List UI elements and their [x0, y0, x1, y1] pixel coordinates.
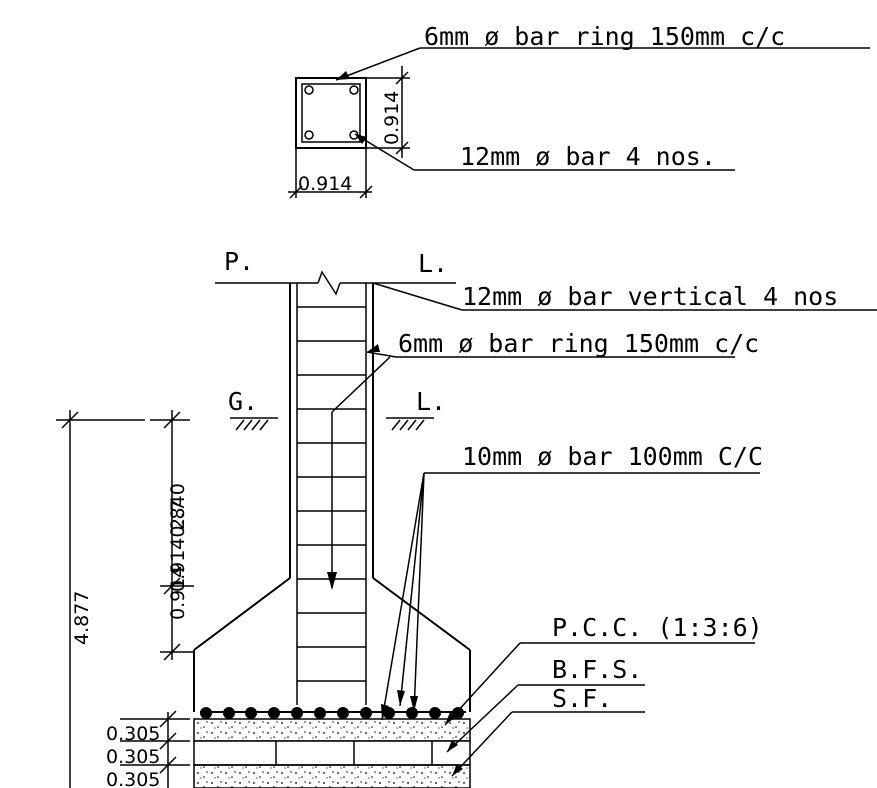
ground-level-right-text: L.: [416, 387, 446, 416]
section-bar-leader: [354, 133, 735, 171]
sf-layer: [193, 764, 471, 788]
column-elevation: [289, 283, 374, 705]
section-height-dim-text: 0.914: [381, 91, 403, 145]
base-bar-leader: [381, 472, 760, 721]
column-section: [295, 77, 367, 149]
ring-leader: [327, 344, 735, 590]
section-ring-leader: [335, 47, 870, 81]
plinth-level-right: L.: [418, 249, 448, 278]
section-width-dim-text: 0.914: [298, 173, 352, 195]
layer-dim-1: 0.305: [106, 723, 160, 745]
layer-dim-3: 0.305: [106, 769, 160, 788]
layer-dim-2: 0.305: [106, 746, 160, 768]
layer-dims: [120, 710, 190, 788]
ground-level-right: [386, 417, 434, 431]
pcc-layer: [193, 718, 471, 742]
bfs-layer: [193, 740, 471, 766]
footing-outline: [193, 577, 471, 712]
sf-label: S.F.: [552, 684, 612, 713]
bfs-label: B.F.S.: [552, 655, 642, 684]
base-bar-label: 10mm ø bar 100mm C/C: [462, 442, 763, 471]
plinth-level-line: [215, 270, 456, 296]
pcc-leader: [444, 642, 755, 726]
sf-leader: [451, 711, 645, 777]
total-depth-dim-text: 4.877: [71, 591, 93, 645]
lower-dim-text: 0.914: [167, 566, 189, 620]
upper-dim-b-text: 0.9140.840: [167, 483, 189, 592]
plinth-level-left: P.: [224, 247, 254, 276]
ground-level-left: [230, 417, 278, 431]
bfs-leader: [446, 684, 645, 753]
upper-dim-a-text: 2.7: [167, 500, 189, 530]
section-height-dim: [366, 66, 410, 158]
section-bar-label: 12mm ø bar 4 nos.: [460, 142, 716, 171]
section-ring-label: 6mm ø bar ring 150mm c/c: [424, 22, 785, 51]
vertical-bar-label: 12mm ø bar vertical 4 nos: [462, 282, 838, 311]
ring-label: 6mm ø bar ring 150mm c/c: [398, 329, 759, 358]
base-bars: [200, 707, 466, 719]
upper-dim: [150, 410, 194, 661]
ground-level-left-text: G.: [228, 387, 258, 416]
total-depth-dim: [56, 410, 145, 788]
section-width-dim: [288, 148, 373, 199]
vertical-bar-leader: [372, 282, 877, 311]
pcc-label: P.C.C. (1:3:6): [552, 613, 763, 642]
